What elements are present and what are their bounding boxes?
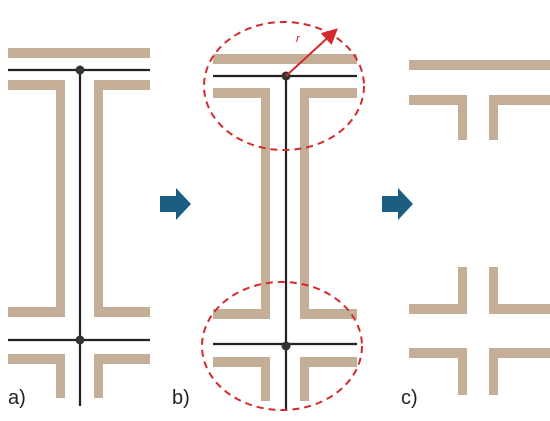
panel-c-top-left-stub	[458, 95, 467, 140]
panel-a-bottom-node	[75, 335, 85, 345]
panel-a-top-left-flange	[8, 80, 65, 90]
panel-c-lower-left-flange	[409, 348, 467, 358]
panel-a-lower-right-web	[94, 354, 103, 398]
panel-c-top-right-flange	[489, 95, 550, 105]
panel-c-top-flange	[409, 60, 550, 70]
panel-c-bottom-left-stub	[458, 267, 467, 314]
panel-a-bottom-left-flange	[8, 307, 65, 317]
panel-a-bottom-right-flange	[94, 307, 150, 317]
panel-c-label: c)	[401, 387, 418, 409]
panel-c-walls	[409, 60, 550, 395]
panel-b-radius-label: r	[296, 33, 301, 45]
panel-b-lower-left-web	[261, 357, 270, 401]
panel-b-walls	[213, 54, 357, 401]
panel-c-lower-left-web	[458, 348, 467, 395]
panel-b-radius-arrow	[285, 28, 338, 77]
right-arrow-icon	[160, 188, 191, 220]
panel-a-lower-right-flange	[94, 354, 150, 364]
panel-b: r b)	[172, 21, 365, 411]
panel-c: c)	[401, 60, 550, 409]
panel-a-top-flange	[8, 48, 150, 58]
panel-c-lower-right-flange	[489, 348, 550, 358]
panel-a-right-web	[94, 80, 103, 317]
panel-a-lower-left-flange	[8, 354, 65, 364]
panel-b-lower-right-web	[300, 357, 309, 401]
panel-c-bottom-left-flange	[409, 304, 467, 314]
panel-c-bottom-right-flange	[489, 304, 550, 314]
panel-c-top-right-stub	[489, 95, 498, 140]
panel-b-bottom-influence-circle	[201, 281, 363, 411]
panel-b-bottom-node	[281, 341, 291, 351]
panel-b-top-left-flange	[213, 88, 270, 98]
panel-b-right-web	[300, 88, 309, 319]
panel-c-lower-right-web	[489, 348, 498, 395]
panel-a-left-web	[56, 80, 65, 317]
right-arrow-icon	[382, 188, 413, 220]
panel-b-bottom-left-flange	[213, 309, 270, 319]
panel-b-left-web	[261, 88, 270, 319]
panel-c-bottom-right-stub	[489, 267, 498, 314]
panel-b-label: b)	[172, 387, 190, 409]
panel-b-bottom-right-flange	[300, 309, 357, 319]
panel-b-top-right-flange	[300, 88, 357, 98]
panel-a-lower-left-web	[56, 354, 65, 398]
panel-b-lower-right-flange	[300, 357, 357, 367]
panel-c-top-left-flange	[409, 95, 467, 105]
panel-a: a)	[8, 48, 150, 409]
panel-a-walls	[8, 48, 150, 398]
panel-b-top-influence-circle	[203, 21, 365, 151]
panel-a-top-right-flange	[94, 80, 150, 90]
panel-b-top-flange	[213, 54, 357, 64]
panel-a-top-node	[75, 65, 85, 75]
panel-a-label: a)	[8, 387, 26, 409]
panel-b-lower-left-flange	[213, 357, 270, 367]
